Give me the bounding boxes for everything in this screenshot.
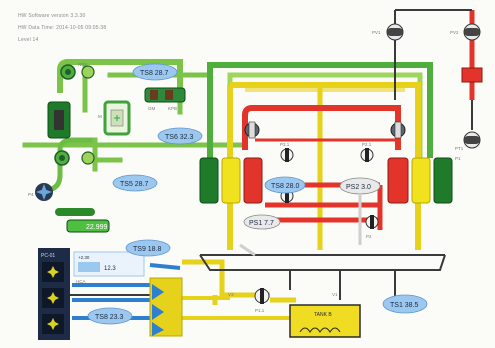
tank-b[interactable] [289, 304, 361, 338]
fan-unit-2[interactable] [42, 288, 64, 308]
valve-label-mid-right: P2.1 [362, 142, 372, 147]
valve-label-bottom: P1.1 [255, 308, 265, 313]
valve-mid-right[interactable] [360, 148, 374, 162]
flow-display [66, 219, 110, 233]
svg-text:TS8 28.0: TS8 28.0 [271, 183, 300, 190]
compressor-label-b: KPB [168, 106, 177, 111]
setpoint-value: 12.3 [104, 266, 116, 272]
setpoint-swatch [78, 262, 100, 272]
pump-top1[interactable] [60, 64, 76, 80]
pipes-green [22, 59, 433, 193]
valve-label-lower-right: P2 [366, 234, 372, 239]
pump-label-top-right-2: PV2 [450, 30, 459, 35]
svg-text:TS8 23.3: TS8 23.3 [95, 314, 124, 321]
sensor-badge-ts5[interactable]: TS9 18.8 [125, 239, 171, 257]
exchanger-green-right[interactable] [433, 157, 453, 204]
pipes-blue [72, 263, 181, 320]
level-text: Level 14 [18, 37, 39, 43]
sensor-badge-ts7[interactable]: TS1 38.5 [382, 294, 428, 314]
flow-display-value: 22.999 [86, 224, 108, 231]
label-valve-b: V1 [332, 292, 338, 297]
label-v2: M [98, 114, 102, 119]
data-time-text: HW Data Time: 2014-10-05 09:05:38 [18, 25, 107, 31]
sensor-badge-ts4[interactable]: TS8 28.0 [264, 176, 306, 194]
label-p-right2: PT1 [455, 146, 464, 151]
fan-unit-3[interactable] [42, 314, 64, 334]
compressor-label-a: GM [148, 106, 156, 111]
distribution-arrows [152, 284, 164, 336]
label-p-right1: P1 [455, 156, 461, 161]
svg-text:TS6 32.3: TS6 32.3 [165, 134, 194, 141]
pressure-badge-ps2[interactable]: PS2 3.0 [339, 177, 381, 195]
control-box-red[interactable] [461, 67, 483, 83]
sensor-badge-ts6[interactable]: TS8 23.3 [87, 307, 133, 325]
exchanger-green-left[interactable] [199, 157, 219, 204]
svg-text:TS5 28.7: TS5 28.7 [120, 181, 149, 188]
label-panel: HCA [76, 279, 86, 284]
exchanger-yellow-left[interactable] [221, 157, 241, 204]
valve-top-left[interactable] [244, 121, 260, 139]
exchanger-yellow-right[interactable] [411, 157, 431, 204]
tank-b-label: TANK B [314, 312, 332, 318]
pump-top-right-2[interactable] [463, 23, 481, 41]
software-version-text: HW Software version 3.3.30 [18, 13, 86, 19]
setpoint-label: +2.30 [78, 255, 90, 260]
valve-bottom[interactable] [254, 288, 270, 304]
sensor-badge-ts2[interactable]: TS6 32.3 [157, 127, 203, 145]
compressor-part-a [150, 90, 158, 100]
tank-left-window [54, 110, 64, 130]
sensor-badge-ts3[interactable]: TS5 28.7 [112, 174, 158, 192]
heater-coil-icon [299, 327, 341, 333]
pump-top2[interactable] [81, 65, 95, 79]
exchanger-red-right[interactable] [387, 157, 409, 204]
pump-label-top-right-1: PV1 [372, 30, 381, 35]
svg-text:TS8 28.7: TS8 28.7 [140, 70, 169, 77]
panel-title: PC-01 [41, 253, 55, 259]
flow-bar [55, 208, 95, 216]
svg-text:PS1 7.7: PS1 7.7 [249, 220, 274, 227]
pump-right-lower[interactable] [463, 131, 481, 149]
valve-top-right[interactable] [390, 121, 406, 139]
pump-mid-lower[interactable] [81, 151, 95, 165]
fan-icon[interactable] [35, 183, 53, 201]
svg-text:TS9 18.8: TS9 18.8 [133, 246, 162, 253]
valve-label-mid-left: P3.1 [280, 142, 290, 147]
valve-lower-right[interactable] [365, 215, 379, 229]
exchanger-red-left[interactable] [243, 157, 263, 204]
fan-unit-1[interactable] [42, 262, 64, 282]
svg-text:TS1 38.5: TS1 38.5 [390, 302, 419, 309]
svg-text:PS2 3.0: PS2 3.0 [346, 184, 371, 191]
pump-left-lower[interactable] [54, 150, 70, 166]
plus-icon [114, 115, 120, 121]
valve-mid-left[interactable] [280, 148, 294, 162]
compressor-part-b [165, 90, 173, 100]
label-p-left: P4 [28, 192, 34, 197]
pipe-grey [239, 195, 362, 257]
pipes-yellow [182, 82, 421, 320]
label-v1: NBS [78, 62, 87, 67]
label-valve-a: V3 [228, 292, 234, 297]
pump-top-right-1[interactable] [386, 23, 404, 41]
pressure-badge-ps1[interactable]: PS1 7.7 [243, 214, 281, 230]
sensor-badge-ts1[interactable]: TS8 28.7 [132, 63, 178, 81]
